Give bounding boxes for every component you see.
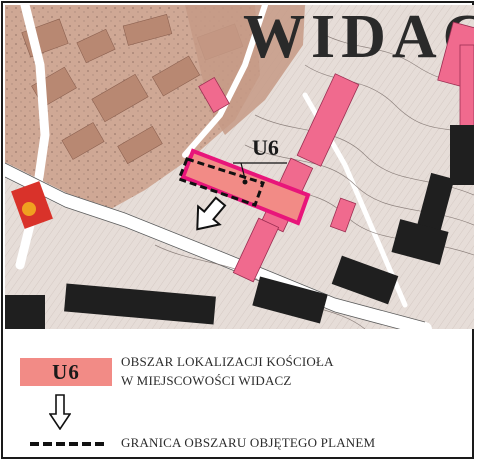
site-label: U6 <box>252 135 279 160</box>
house-blocks <box>21 14 244 165</box>
legend-u6-label: U6 <box>52 359 80 384</box>
legend-line-1: OBSZAR LOKALIZACJI KOŚCIOŁA <box>121 354 334 369</box>
plan-boundary <box>177 157 265 207</box>
orange-marker <box>22 202 36 216</box>
legend-line-2: W MIEJSCOWOŚCI WIDACZ <box>121 373 292 388</box>
site-pointer-icon <box>196 196 227 231</box>
map-canvas: WIDAC U6 <box>5 5 474 329</box>
legend: U6 OBSZAR LOKALIZACJI KOŚCIOŁA W MIEJSCO… <box>3 331 476 459</box>
dashed-boundary-line-icon <box>30 442 106 446</box>
legend-u6-swatch: U6 <box>20 358 112 386</box>
hollow-down-arrow-icon <box>49 394 71 430</box>
place-label: WIDAC <box>243 5 474 71</box>
legend-line-3: GRANICA OBSZARU OBJĘTEGO PLANEM <box>121 435 376 450</box>
dark-blocks <box>5 125 474 329</box>
